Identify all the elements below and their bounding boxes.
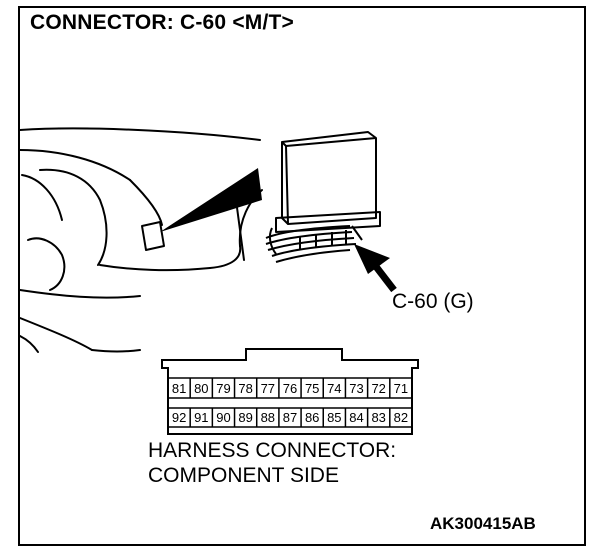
- pin-top-76: 76: [283, 381, 297, 396]
- connector-callout-label: C-60 (G): [392, 290, 474, 313]
- pin-bottom-89: 89: [238, 410, 252, 425]
- pin-top-78: 78: [238, 381, 252, 396]
- pin-top-72: 72: [371, 381, 385, 396]
- pin-bottom-92: 92: [172, 410, 186, 425]
- dashboard-illustration: [19, 127, 263, 353]
- harness-connector-face: [161, 348, 419, 435]
- connector-caption: HARNESS CONNECTOR: COMPONENT SIDE: [148, 438, 396, 488]
- pin-bottom-85: 85: [327, 410, 341, 425]
- pin-bottom-86: 86: [305, 410, 319, 425]
- pin-top-81: 81: [172, 381, 186, 396]
- figure-code: AK300415AB: [430, 514, 536, 533]
- pin-bottom-83: 83: [371, 410, 385, 425]
- connector-pin-grid: 81 80 79 78 77 76 75 74 73 72 71 92 91 90 89 88 87 86 85 84…: [172, 378, 408, 427]
- pin-top-73: 73: [349, 381, 363, 396]
- pin-bottom-88: 88: [261, 410, 275, 425]
- ecu-module-illustration: [265, 131, 381, 263]
- pin-bottom-84: 84: [349, 410, 363, 425]
- caption-line-2: COMPONENT SIDE: [148, 464, 339, 487]
- leader-wedge: [160, 168, 262, 232]
- diagram-frame: [18, 6, 586, 546]
- pin-bottom-91: 91: [194, 410, 208, 425]
- pin-top-75: 75: [305, 381, 319, 396]
- diagram-title: CONNECTOR: C-60 <M/T>: [30, 11, 295, 34]
- pin-bottom-82: 82: [394, 410, 408, 425]
- pointer-arrow-icon: [354, 244, 397, 293]
- pin-top-80: 80: [194, 381, 208, 396]
- pin-top-74: 74: [327, 381, 341, 396]
- pin-top-77: 77: [261, 381, 275, 396]
- caption-line-1: HARNESS CONNECTOR:: [148, 439, 397, 462]
- pin-bottom-87: 87: [283, 410, 297, 425]
- pin-top-79: 79: [216, 381, 230, 396]
- pin-bottom-90: 90: [216, 410, 230, 425]
- pin-top-71: 71: [394, 381, 408, 396]
